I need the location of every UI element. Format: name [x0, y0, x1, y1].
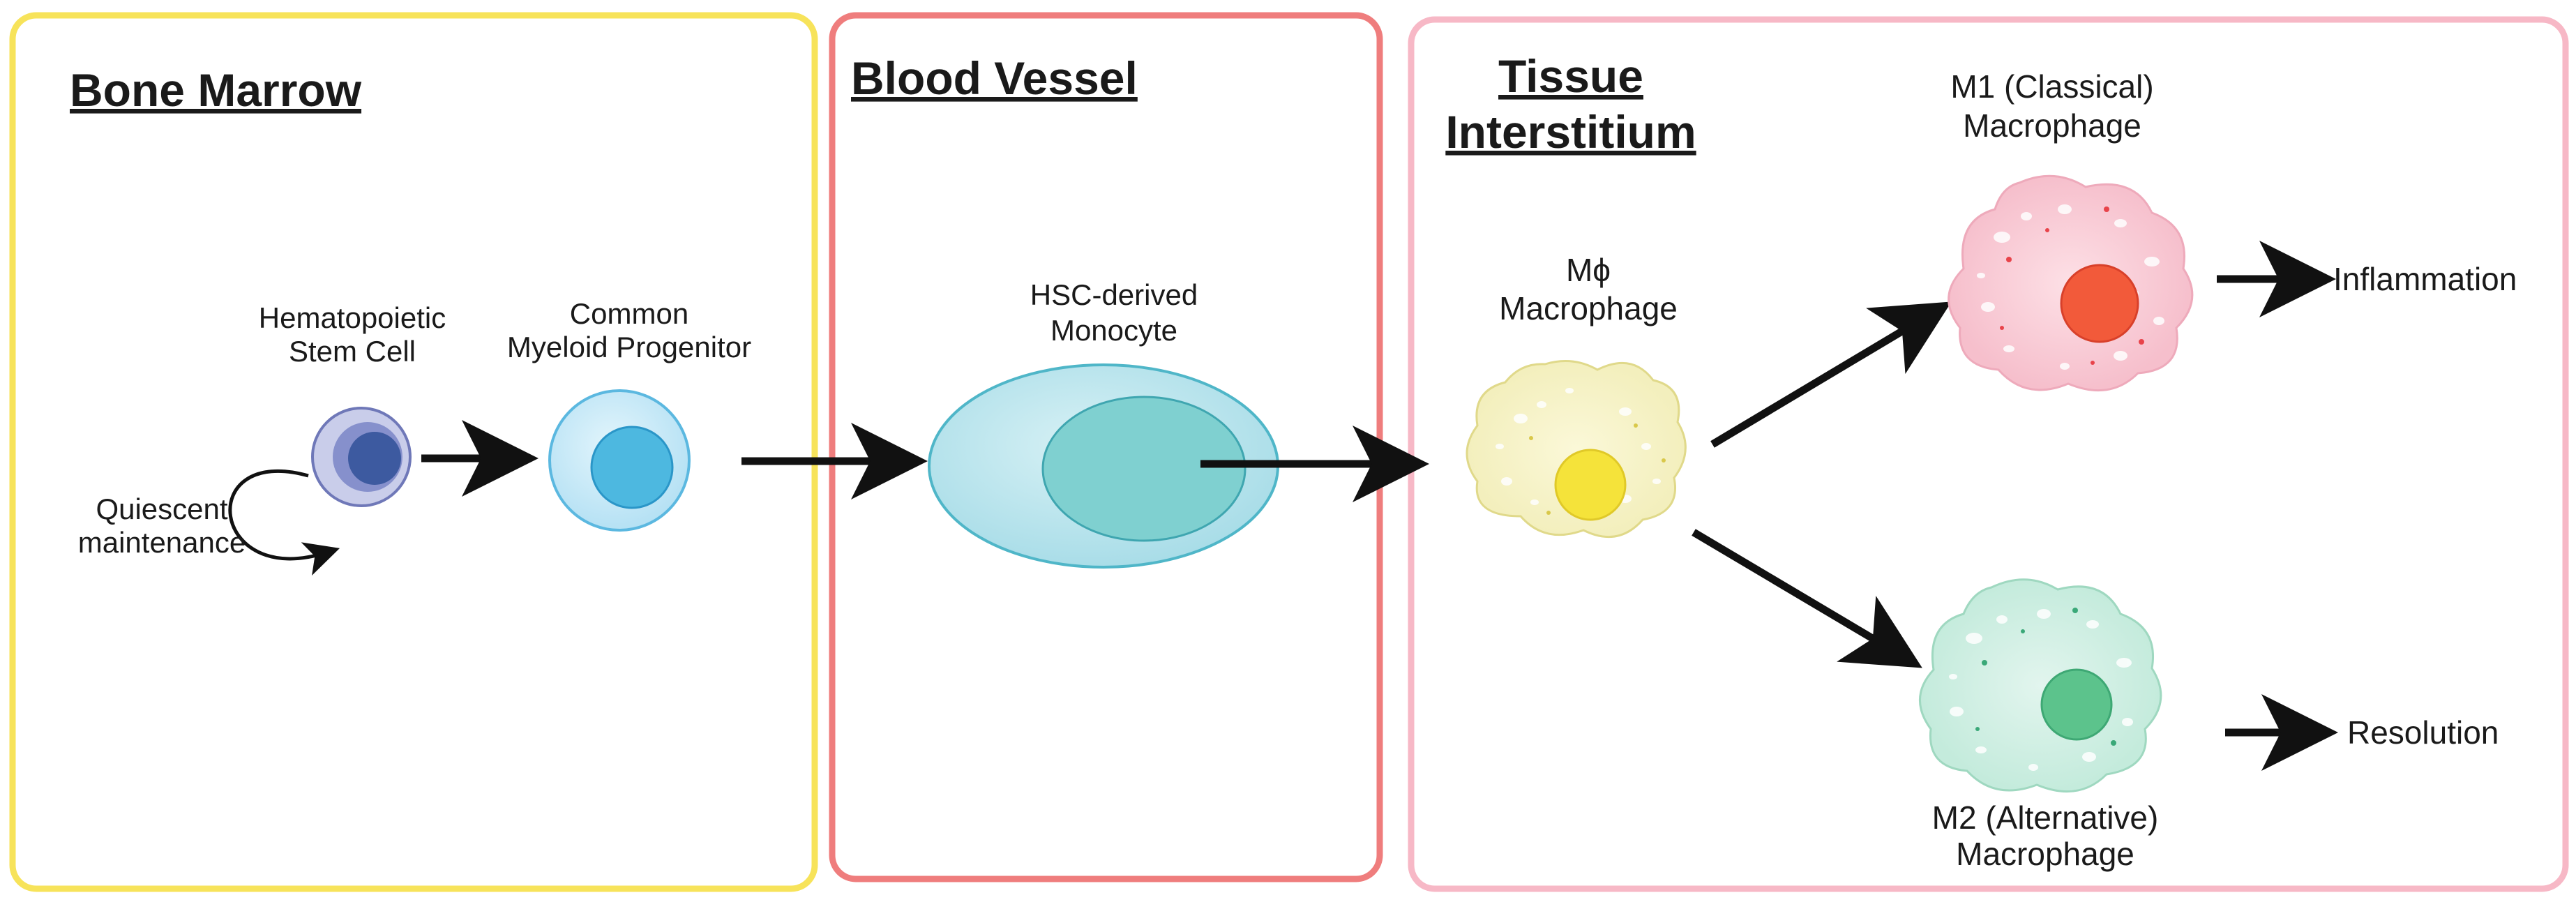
bone-marrow-panel	[9, 12, 818, 892]
monocyte-label-line1: HSC-derived	[1030, 278, 1198, 311]
hsc-derived-monocyte	[928, 363, 1279, 569]
blood-vessel-title: Blood Vessel	[851, 52, 1138, 104]
cmp-label-line2: Myeloid Progenitor	[507, 331, 751, 363]
m2-label-line2: Macrophage	[1956, 836, 2134, 872]
macrophage-label-line2: Macrophage	[1499, 290, 1678, 326]
inflammation-label: Inflammation	[2333, 261, 2517, 297]
resolution-label: Resolution	[2347, 714, 2499, 751]
macrophage-label-line1: Mϕ	[1566, 252, 1611, 288]
arrow-macrophage-to-m1	[1710, 301, 1952, 448]
self-renewal-label-line1: Quiescent	[96, 493, 227, 525]
m2-alternative-macrophage	[1918, 578, 2162, 793]
bone-marrow-title: Bone Marrow	[70, 64, 362, 116]
self-renewal-label-line2: maintenance	[78, 526, 246, 559]
cmp-label-line1: Common	[570, 297, 688, 330]
tissue-title-line1: Tissue	[1498, 50, 1643, 102]
self-renewal-arrow	[228, 469, 340, 576]
tissue-title-line2: Interstitium	[1445, 106, 1696, 158]
m2-label-line1: M2 (Alternative)	[1932, 799, 2159, 836]
macrophage	[1466, 360, 1687, 539]
hematopoietic-stem-cell	[311, 407, 412, 507]
m1-label-line2: Macrophage	[1963, 107, 2141, 144]
monocyte-label-line2: Monocyte	[1050, 314, 1177, 347]
arrow-macrophage-to-m2	[1692, 529, 1922, 668]
m1-label-line1: M1 (Classical)	[1950, 68, 2153, 105]
hsc-label-line2: Stem Cell	[289, 335, 416, 368]
hsc-label-line1: Hematopoietic	[259, 301, 446, 334]
common-myeloid-progenitor	[548, 389, 691, 532]
m1-classical-macrophage	[1948, 174, 2194, 392]
